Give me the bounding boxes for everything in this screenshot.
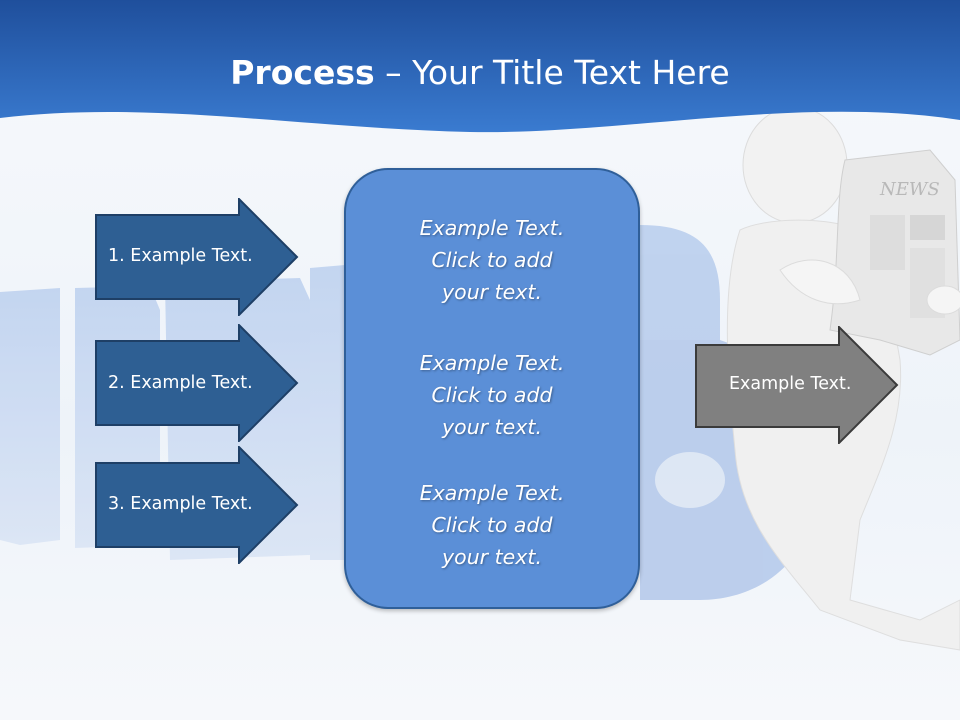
step-arrow-1-label: 1. Example Text. <box>108 246 253 266</box>
header-band <box>0 0 960 133</box>
step-arrow-3[interactable] <box>95 446 299 564</box>
center-block-3-line-3: your text. <box>442 545 542 569</box>
title-rest-part: – Your Title Text Here <box>374 53 730 92</box>
center-block-3-line-2: Click to add <box>431 513 553 537</box>
result-arrow-label: Example Text. <box>729 374 852 394</box>
center-block-2-line-1: Example Text. <box>419 351 565 375</box>
slide-title[interactable]: Process – Your Title Text Here <box>0 50 960 96</box>
center-block-2[interactable]: Example Text. Click to add your text. <box>344 347 640 443</box>
center-block-2-line-2: Click to add <box>431 383 553 407</box>
center-block-1-line-2: Click to add <box>431 248 553 272</box>
center-block-2-line-3: your text. <box>442 415 542 439</box>
center-block-3[interactable]: Example Text. Click to add your text. <box>344 477 640 573</box>
result-arrow[interactable] <box>695 326 899 444</box>
center-block-1-line-1: Example Text. <box>419 216 565 240</box>
step-arrow-3-label: 3. Example Text. <box>108 494 253 514</box>
title-bold-part: Process <box>230 53 375 92</box>
center-block-1-line-3: your text. <box>442 280 542 304</box>
svg-text:NEWS: NEWS <box>879 179 940 200</box>
center-block-1[interactable]: Example Text. Click to add your text. <box>344 212 640 308</box>
center-block-3-line-1: Example Text. <box>419 481 565 505</box>
step-arrow-2[interactable] <box>95 324 299 442</box>
step-arrow-1[interactable] <box>95 198 299 316</box>
step-arrow-2-label: 2. Example Text. <box>108 373 253 393</box>
center-text-box[interactable] <box>344 168 640 609</box>
